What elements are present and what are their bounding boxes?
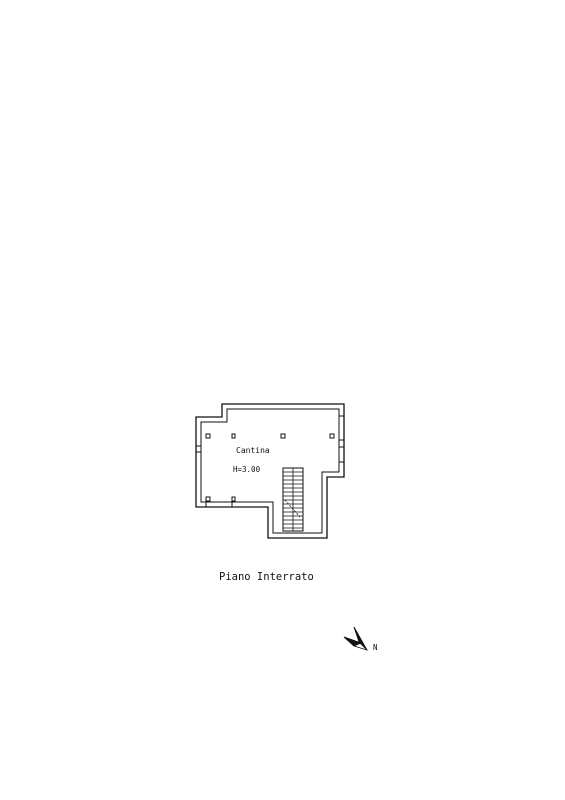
pillar-4 [329, 433, 335, 439]
wall-opening-bottom-left [205, 502, 233, 507]
north-arrow-icon [343, 626, 369, 651]
room-height-label: H=3.00 [233, 465, 261, 474]
staircase [282, 467, 304, 532]
stair-direction-line [284, 499, 301, 518]
pillar-6 [231, 496, 236, 502]
stair-treads [283, 471, 303, 529]
north-label: N [373, 643, 378, 652]
floor-title: Piano Interrato [219, 571, 314, 583]
wall-opening-right-upper [339, 415, 344, 441]
wall-opening-right-lower [339, 446, 344, 463]
room-name-label: Cantina [236, 446, 270, 455]
wall-openings [196, 415, 344, 507]
pillar-1 [205, 433, 211, 439]
pillar-5 [205, 496, 211, 502]
pillar-3 [280, 433, 286, 439]
pillars [205, 433, 335, 502]
pillar-2 [231, 433, 236, 439]
outer-wall [195, 403, 345, 539]
inner-wall [200, 408, 340, 534]
wall-opening-left [196, 445, 201, 453]
